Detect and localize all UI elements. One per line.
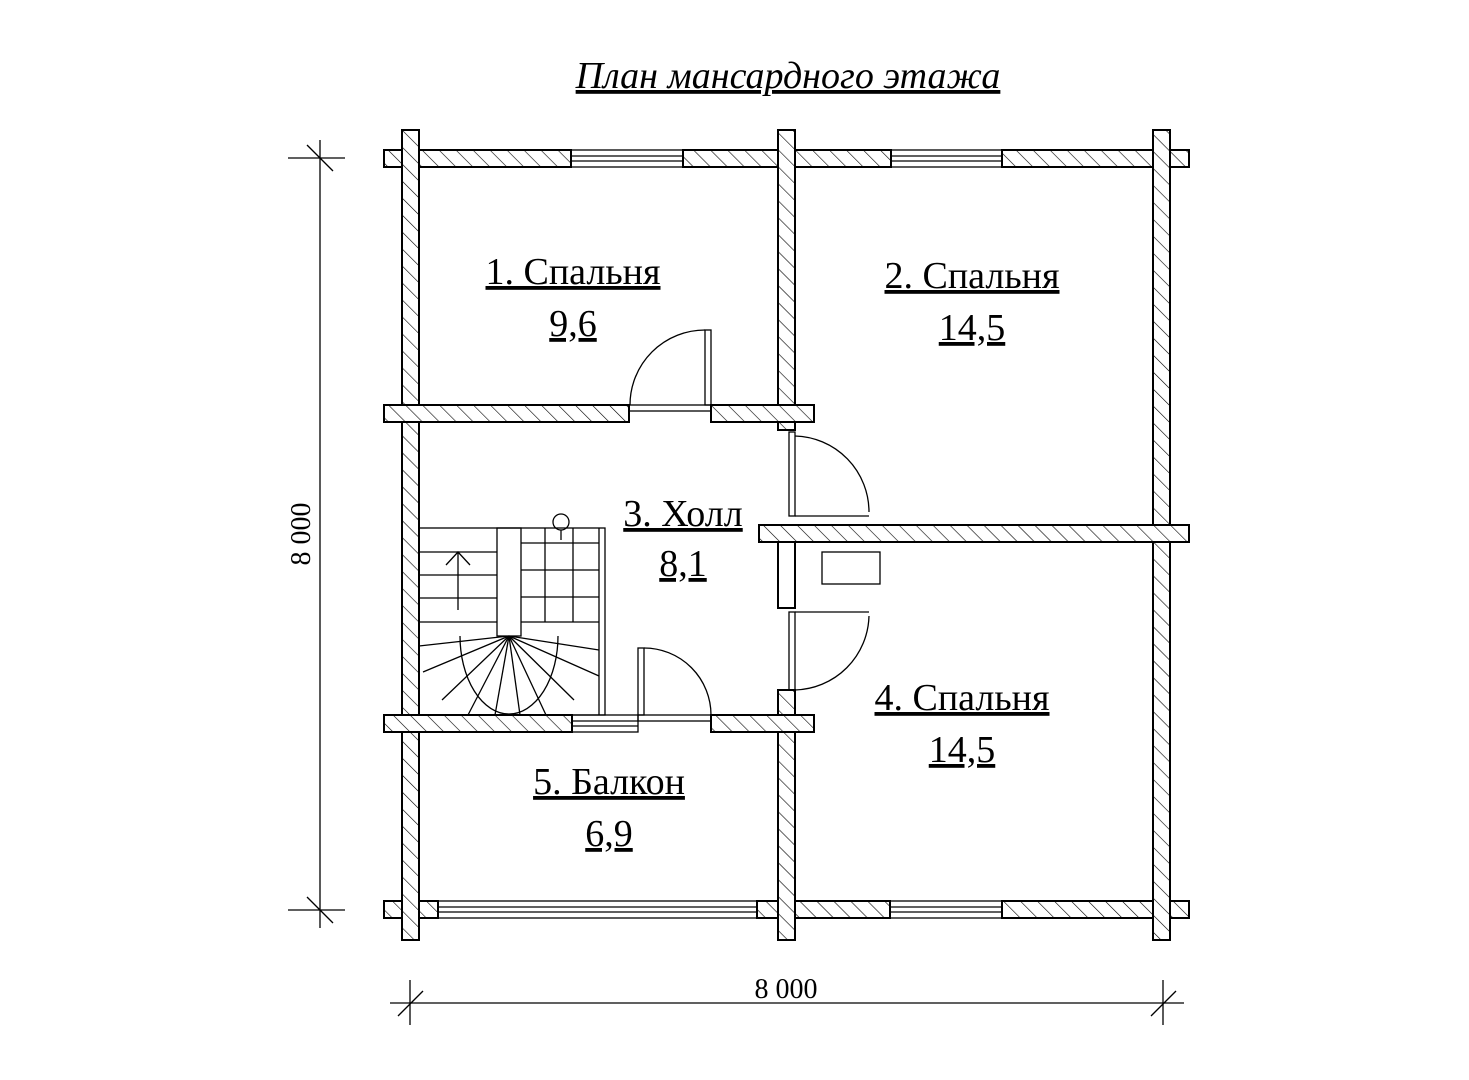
wall-hall-balcony-right (710, 714, 815, 733)
window-bottom-right (889, 900, 1003, 919)
room-2: 2. Спальня 14,5 (885, 255, 1060, 349)
door-balcony (637, 647, 712, 722)
room-1: 1. Спальня 9,6 (486, 251, 661, 345)
room-2-area: 14,5 (939, 307, 1006, 349)
wall-left (401, 129, 420, 941)
room-3: 3. Холл 8,1 (623, 493, 743, 585)
window-top-left (570, 149, 684, 168)
room-3-area: 8,1 (659, 543, 707, 585)
door-bedroom2 (788, 431, 870, 517)
door-bedroom1 (628, 329, 712, 412)
wall-center-upper (777, 129, 796, 431)
dimension-height-text: 8 000 (286, 503, 317, 566)
room-3-name: 3. Холл (623, 493, 743, 535)
room-4-name: 4. Спальня (875, 677, 1050, 719)
room-2-name: 2. Спальня (885, 255, 1060, 297)
room-1-name: 1. Спальня (486, 251, 661, 293)
window-top-right (890, 149, 1003, 168)
dimension-horizontal: 8 000 (390, 974, 1184, 1025)
room-5-name: 5. Балкон (533, 761, 685, 803)
wall-bottom-mid (756, 900, 891, 919)
partition-hall-bedroom4 (777, 541, 796, 609)
room-4-area: 14,5 (929, 729, 996, 771)
room-5-area: 6,9 (585, 813, 633, 855)
plan-title: План мансардного этажа (575, 55, 1001, 97)
room-5: 5. Балкон 6,9 (533, 761, 685, 855)
room-4: 4. Спальня 14,5 (875, 677, 1050, 771)
room-1-area: 9,6 (549, 303, 597, 345)
door-bedroom4 (788, 611, 870, 691)
dimension-width-text: 8 000 (755, 974, 818, 1005)
wall-bedroom1-hall-left (383, 404, 630, 423)
wall-hall-balcony-left (383, 714, 573, 733)
window-stair (571, 714, 639, 733)
wall-center-lower (777, 689, 796, 941)
wall-bedroom1-hall-right (710, 404, 815, 423)
staircase (418, 513, 606, 716)
wall-bedroom2-bedroom4 (758, 524, 1190, 543)
window-balcony (437, 900, 758, 919)
chimney-box (821, 551, 881, 585)
dimension-vertical: 8 000 (286, 140, 345, 928)
